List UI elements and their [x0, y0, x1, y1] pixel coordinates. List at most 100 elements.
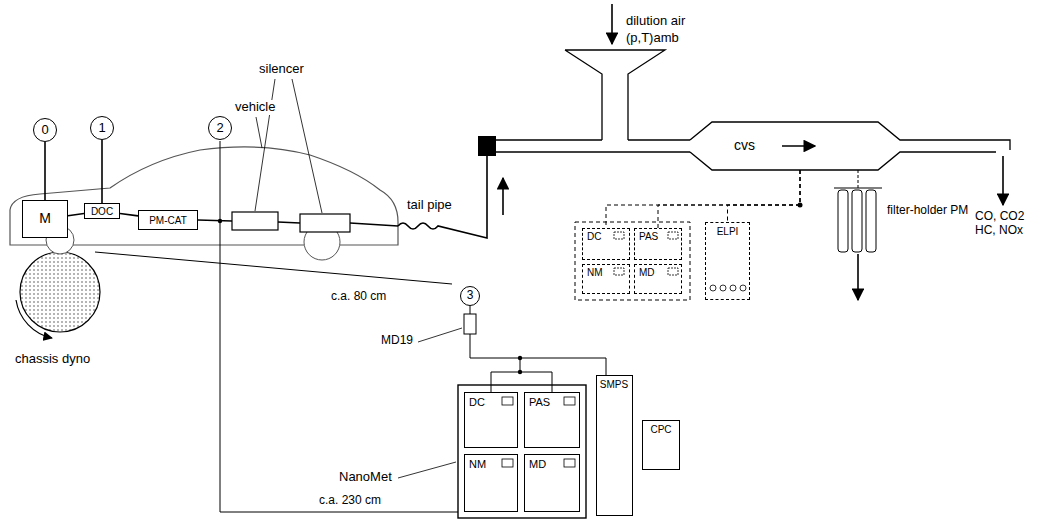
chassis-dyno-roller	[20, 252, 100, 332]
dilution-funnel	[565, 50, 665, 140]
gas-label: CO, CO2 HC, NOx	[974, 210, 1040, 238]
part-label: tail pipe	[406, 198, 453, 213]
junction-dot	[518, 370, 522, 374]
node-text: 2	[216, 121, 223, 135]
duct-wall	[628, 139, 690, 140]
instrument-box: PAS	[634, 228, 682, 260]
cvs-tunnel	[690, 152, 996, 170]
instrument-detail	[668, 268, 678, 275]
node-text: PAS	[639, 231, 658, 242]
node-text: PM-CAT	[149, 215, 187, 226]
sample-line	[95, 252, 452, 284]
flow-arrow	[611, 4, 613, 44]
flow-arrow	[502, 178, 504, 215]
node-text: NM	[469, 458, 486, 470]
instrument-detail	[502, 397, 513, 405]
callout-number: 0	[33, 118, 57, 142]
sample-line	[606, 170, 800, 228]
instrument-detail	[614, 268, 624, 275]
instrument-group	[575, 222, 690, 300]
node-text: DC	[469, 396, 485, 408]
junction-dot	[218, 219, 222, 223]
part-label: silencer	[258, 62, 305, 77]
exhaust-pipe	[350, 223, 398, 226]
instrument-detail	[564, 397, 575, 405]
sample-line	[470, 334, 606, 375]
leader-line	[256, 117, 262, 148]
node-text: 3	[467, 289, 474, 302]
leader-line	[255, 79, 275, 211]
part-label: MD19	[380, 334, 414, 348]
node-text: CPC	[650, 424, 671, 435]
catalyst-box: DOC	[84, 203, 120, 219]
leader-line	[398, 462, 456, 478]
node-text: ELPI	[717, 226, 739, 237]
flow-label: dilution air	[625, 14, 686, 29]
callout-number: 3	[460, 286, 480, 306]
node-text: DC	[587, 231, 601, 242]
instrument-detail	[564, 459, 575, 467]
dimension-label: c.a. 230 cm	[318, 494, 382, 508]
instrument-box: SMPS	[596, 375, 633, 516]
sample-line	[491, 372, 552, 392]
sample-line	[858, 170, 859, 188]
dimension-label: c.a. 80 cm	[330, 290, 387, 304]
nanomet-housing	[458, 385, 586, 518]
duct-wall	[496, 139, 602, 140]
connector-block	[478, 136, 496, 156]
part-label: vehicle	[234, 100, 276, 115]
exhaust-pipe	[278, 222, 300, 223]
impactor-stage	[740, 285, 746, 291]
sample-line	[220, 141, 458, 512]
pipe-connector	[101, 140, 103, 203]
instrument-detail	[614, 232, 624, 239]
callout-number: 2	[208, 116, 232, 140]
pipe-connector	[44, 142, 46, 200]
impactor-stage	[710, 285, 716, 291]
pipe-connector	[120, 214, 138, 216]
node-text: 1	[98, 121, 105, 135]
catalyst-box: PM-CAT	[138, 210, 198, 230]
part-label: NanoMet	[338, 470, 393, 485]
silencer-box	[300, 214, 350, 232]
instrument-box: NM	[464, 454, 518, 512]
cvs-tunnel-body: cvs	[712, 122, 878, 170]
exhaust-pipe	[198, 220, 232, 221]
leader-line	[292, 79, 322, 213]
filter-cartridge	[838, 190, 848, 252]
condition-label: (p,T)amb	[625, 31, 680, 46]
node-text: MD	[529, 458, 546, 470]
instrument-box: MD	[634, 264, 682, 294]
sample-line	[728, 170, 801, 222]
node-text: M	[39, 211, 51, 226]
callout-number: 1	[90, 116, 114, 140]
filter-manifold	[834, 187, 882, 188]
filter-cartridge	[866, 190, 876, 252]
flow-arrow	[1002, 156, 1004, 205]
instrument-box: PAS	[524, 392, 580, 448]
engine-box: M	[22, 200, 68, 238]
filter-cartridge	[852, 190, 862, 252]
rotation-arrow	[16, 300, 52, 338]
instrument-detail	[668, 232, 678, 239]
node-text: NM	[587, 267, 603, 278]
node-text: cvs	[734, 138, 755, 153]
part-label: chassis dyno	[14, 352, 91, 367]
node-text: PAS	[529, 396, 550, 408]
flow-arrow	[857, 254, 859, 300]
sample-line	[658, 170, 800, 228]
pipe-connector	[68, 214, 84, 216]
node-text: SMPS	[600, 379, 628, 390]
tail-pipe	[398, 156, 487, 238]
md19-diluter	[464, 314, 476, 334]
node-text: MD	[639, 267, 655, 278]
duct-wall	[496, 151, 690, 152]
junction-dot	[518, 356, 522, 360]
leader-line	[418, 328, 462, 342]
flow-arrow	[782, 145, 815, 147]
instrument-box: NM	[582, 264, 630, 294]
instrument-box: MD	[524, 454, 580, 512]
